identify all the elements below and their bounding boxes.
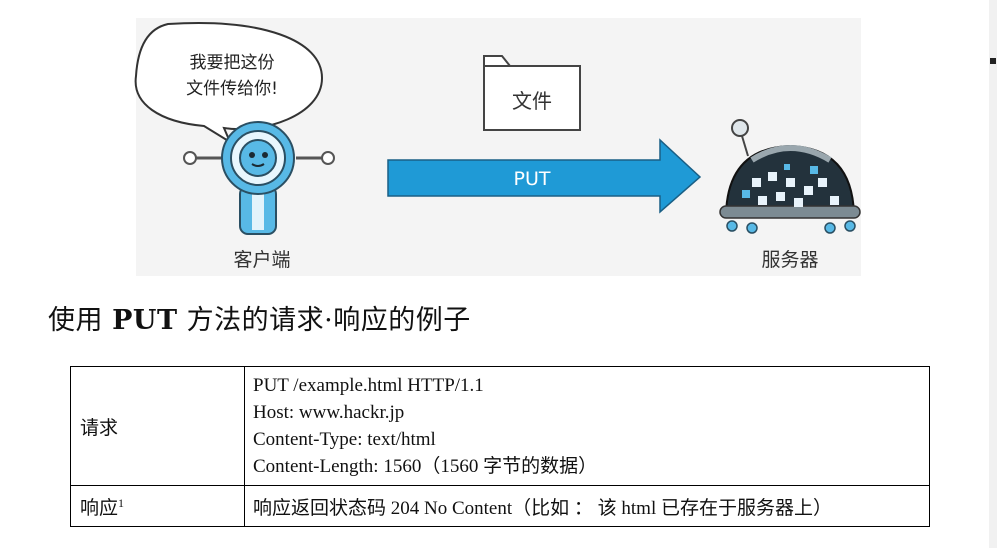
caption-prefix: 使用 bbox=[48, 305, 112, 336]
put-illustration: 我要把这份 文件传给你! 客户端 文件 PUT bbox=[0, 0, 997, 285]
speech-bubble-line1: 我要把这份 bbox=[190, 53, 275, 73]
file-icon: 文件 bbox=[484, 56, 580, 130]
arrow-label: PUT bbox=[514, 168, 551, 190]
response-text: 响应返回状态码 204 No Content（比如 ： 该 html 已存在于服… bbox=[253, 498, 832, 519]
request-content-cell: PUT /example.html HTTP/1.1 Host: www.hac… bbox=[245, 367, 930, 486]
request-response-table: 请求 PUT /example.html HTTP/1.1 Host: www.… bbox=[70, 366, 930, 527]
speech-bubble-line2: 文件传给你! bbox=[186, 79, 278, 99]
response-label: 响应 bbox=[80, 498, 118, 519]
caption-method: PUT bbox=[112, 305, 177, 336]
figure-caption: 使用 PUT 方法的请求·响应的例子 bbox=[48, 298, 471, 337]
request-row: 请求 PUT /example.html HTTP/1.1 Host: www.… bbox=[71, 367, 930, 486]
request-line: PUT /example.html HTTP/1.1 bbox=[253, 372, 923, 399]
client-label: 客户端 bbox=[233, 249, 290, 271]
request-label-cell: 请求 bbox=[71, 367, 245, 486]
request-line: Content-Type: text/html bbox=[253, 426, 923, 453]
response-label-cell: 响应1 bbox=[71, 486, 245, 527]
request-line: Content-Length: 1560（1560 字节的数据） bbox=[253, 453, 923, 480]
response-row: 响应1 响应返回状态码 204 No Content（比如 ： 该 html 已… bbox=[71, 486, 930, 527]
file-label: 文件 bbox=[512, 89, 552, 113]
server-label: 服务器 bbox=[761, 249, 818, 271]
caption-suffix: 方法的请求·响应的例子 bbox=[178, 305, 471, 336]
request-label: 请求 bbox=[80, 418, 118, 439]
right-edge-strip bbox=[989, 0, 997, 548]
right-edge-marker bbox=[990, 58, 996, 64]
response-footnote: 1 bbox=[118, 496, 124, 510]
response-content-cell: 响应返回状态码 204 No Content（比如 ： 该 html 已存在于服… bbox=[245, 486, 930, 527]
request-line: Host: www.hackr.jp bbox=[253, 399, 923, 426]
